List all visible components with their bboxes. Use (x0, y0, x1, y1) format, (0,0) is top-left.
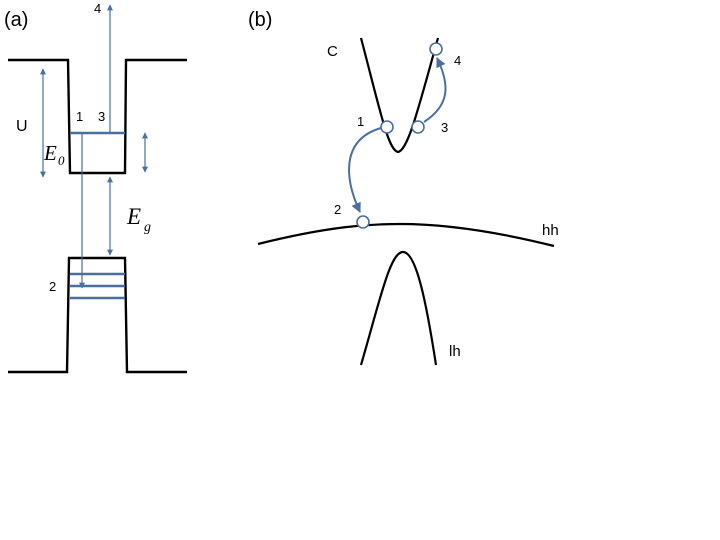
valence-well (8, 256, 187, 374)
point-2-label: 2 (334, 202, 341, 217)
light-hole-band-curve (359, 250, 438, 366)
heavy-hole-label: hh (542, 222, 559, 239)
heavy-hole-band-curve (257, 222, 555, 248)
conduction-band-curve (359, 37, 440, 154)
point-4-label: 4 (454, 53, 461, 68)
eg-label: E (126, 204, 141, 229)
state-point-4 (429, 42, 443, 56)
panel-b-label: (b) (248, 9, 272, 31)
state-point-1 (380, 120, 394, 134)
e0-label: E (43, 141, 57, 165)
conduction-well (8, 58, 187, 175)
state-point-3 (411, 120, 425, 134)
point-1-label: 1 (357, 114, 364, 129)
conduction-band-label: C (327, 43, 338, 60)
point-3-label: 3 (441, 120, 448, 135)
level-4-label: 4 (94, 1, 101, 16)
eg-subscript: g (144, 220, 151, 235)
transition-curve-3-4 (423, 57, 447, 123)
light-hole-label: lh (449, 343, 461, 360)
state-point-2 (356, 215, 370, 229)
level-3-label: 3 (98, 109, 105, 124)
level-1-label: 1 (76, 109, 83, 124)
transition-curve-1-2 (348, 127, 382, 213)
level-2-label: 2 (49, 279, 56, 294)
e0-subscript: 0 (58, 153, 65, 168)
panel-a-label: (a) (4, 9, 28, 31)
barrier-label: U (16, 118, 28, 135)
